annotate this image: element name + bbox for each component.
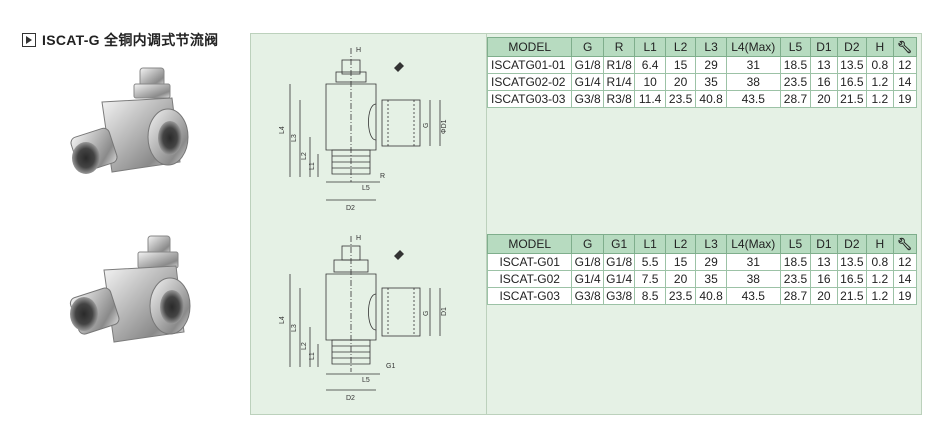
page-title-text: ISCAT-G 全铜内调式节流阀	[42, 32, 219, 48]
col-header-d1: D1	[810, 234, 838, 254]
technical-drawing-top: H L4 L3 L2 L1 R L5 D2 G ΦD1	[279, 47, 448, 212]
col-header-model: MODEL	[486, 234, 573, 254]
table-header-row: MODEL G G1 L1 L2 L3 L4(Max) L5 D1 D2 H 🔧…	[486, 234, 917, 254]
wrench-icon: 🔧︎	[892, 234, 917, 254]
dim-label-l3: L3	[291, 134, 298, 142]
col-header-model: MODEL	[486, 37, 573, 57]
dim-label-d1: ΦD1	[441, 119, 448, 134]
dim-label-h-2: H	[356, 235, 361, 242]
dim-label-l5: L5	[362, 185, 370, 192]
col-header-d2: D2	[836, 37, 868, 57]
col-header-l2: L2	[664, 234, 697, 254]
dim-label-r: R	[380, 173, 385, 180]
col-header-l3: L3	[695, 37, 727, 57]
dim-label-l2: L2	[301, 152, 308, 160]
technical-drawing-bottom: H L4 L3 L2 L1 G1 L5 D2 G D1	[279, 235, 448, 402]
dim-label-d1-2: D1	[441, 307, 448, 316]
col-header-h: H	[866, 234, 894, 254]
col-header-g: G	[571, 234, 604, 254]
col-header-l1: L1	[634, 37, 666, 57]
dim-label-d2: D2	[346, 205, 355, 212]
col-header-l4: L4(Max)	[725, 37, 781, 57]
col-header-d2: D2	[836, 234, 868, 254]
col-header-l4: L4(Max)	[725, 234, 781, 254]
dim-label-g-2: G	[423, 311, 430, 316]
page-title: ISCAT-G 全铜内调式节流阀	[22, 30, 218, 50]
dim-label-g1-2: G1	[386, 363, 395, 370]
col-header-l3: L3	[695, 234, 727, 254]
col-header-h: H	[866, 37, 894, 57]
col-header-l1: L1	[634, 234, 666, 254]
spec-table-2: MODEL G G1 L1 L2 L3 L4(Max) L5 D1 D2 H 🔧…	[486, 234, 917, 305]
dim-label-l3-2: L3	[291, 324, 298, 332]
dim-label-l1-2: L1	[309, 352, 316, 360]
wrench-icon: 🔧︎	[892, 37, 917, 57]
col-header-l2: L2	[664, 37, 697, 57]
col-header-g: G	[571, 37, 604, 57]
col-header-r: R	[602, 37, 636, 57]
dim-label-l1: L1	[309, 162, 316, 170]
dim-label-g: G	[423, 123, 430, 128]
dim-label-l2-2: L2	[301, 342, 308, 350]
col-header-l5: L5	[779, 234, 812, 254]
product-photo-top	[70, 67, 189, 174]
product-photo-bottom	[69, 235, 191, 343]
dim-label-h: H	[356, 47, 361, 54]
dim-label-l5-2: L5	[362, 377, 370, 384]
dim-label-d2-2: D2	[346, 395, 355, 402]
dim-label-l4-2: L4	[279, 316, 286, 324]
panel-divider	[486, 33, 487, 415]
col-header-l5: L5	[779, 37, 812, 57]
col-header-d1: D1	[810, 37, 838, 57]
spec-table-1: MODEL G R L1 L2 L3 L4(Max) L5 D1 D2 H 🔧︎…	[486, 37, 917, 108]
dim-label-l4: L4	[279, 126, 286, 134]
play-icon	[22, 33, 36, 47]
table-header-row: MODEL G R L1 L2 L3 L4(Max) L5 D1 D2 H 🔧︎	[486, 37, 917, 57]
col-header-g1: G1	[602, 234, 636, 254]
